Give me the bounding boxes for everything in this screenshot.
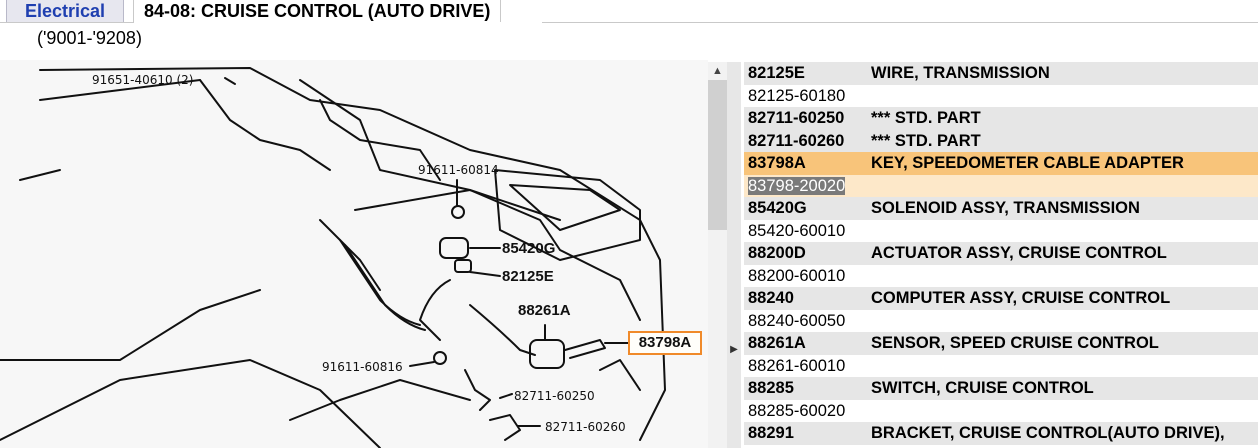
part-number: 85420G <box>748 199 807 217</box>
chevron-right-icon[interactable]: ▶ <box>730 344 738 355</box>
part-number: 88261A <box>748 334 806 352</box>
chevron-up-icon[interactable]: ▲ <box>712 65 723 77</box>
part-row[interactable]: 82711-60250 *** STD. PART <box>744 107 1258 130</box>
part-row[interactable]: 88200D ACTUATOR ASSY, CRUISE CONTROL <box>744 242 1258 265</box>
part-row[interactable]: 85420G SOLENOID ASSY, TRANSMISSION <box>744 197 1258 220</box>
model-years: ('9001-'9208) <box>37 28 142 48</box>
selected-part-number: 83798-20020 <box>748 176 846 195</box>
panel-splitter[interactable]: ▶ <box>727 62 741 448</box>
part-number: 88285-60020 <box>748 401 846 420</box>
part-row[interactable]: 88261-60010 <box>744 354 1258 377</box>
part-description: ACTUATOR ASSY, CRUISE CONTROL <box>871 244 1167 262</box>
callout-82711-60260: 82711-60260 <box>545 420 626 434</box>
part-row[interactable]: 82711-60260 *** STD. PART <box>744 129 1258 152</box>
part-description: SWITCH, CRUISE CONTROL <box>871 379 1094 397</box>
callout-91611-60814: 91611-60814 <box>418 163 499 177</box>
part-description: BRACKET, CRUISE CONTROL(AUTO DRIVE), <box>871 424 1225 442</box>
callout-82125e: 82125E <box>502 268 554 285</box>
part-number: 83798-20020 <box>748 175 846 198</box>
callout-83798a-highlight[interactable]: 83798A <box>628 331 702 355</box>
part-row[interactable]: 88240-60050 <box>744 309 1258 332</box>
part-row[interactable]: 82125E WIRE, TRANSMISSION <box>744 62 1258 85</box>
part-row[interactable]: 83798A KEY, SPEEDOMETER CABLE ADAPTER <box>744 152 1258 175</box>
part-number: 85420-60010 <box>748 221 846 240</box>
scrollbar-thumb[interactable] <box>708 80 727 230</box>
tab-section-title[interactable]: 84-08: CRUISE CONTROL (AUTO DRIVE) <box>133 0 502 22</box>
tab-divider-line <box>0 22 1258 23</box>
part-number: 88240-60050 <box>748 311 846 330</box>
part-description: SOLENOID ASSY, TRANSMISSION <box>871 199 1140 217</box>
part-row[interactable]: 88285-60020 <box>744 399 1258 422</box>
part-number: 88240 <box>748 289 794 307</box>
part-description: *** STD. PART <box>871 109 981 127</box>
callout-82711-60250: 82711-60250 <box>514 389 595 403</box>
part-number: 82711-60260 <box>748 131 845 150</box>
part-row[interactable]: 88200-60010 <box>744 264 1258 287</box>
part-number: 82711-60250 <box>748 109 845 127</box>
part-row[interactable]: 85420-60010 <box>744 219 1258 242</box>
part-description: *** STD. PART <box>871 131 981 150</box>
part-number: 88285 <box>748 379 794 397</box>
parts-diagram[interactable]: 91651-40610 (2) 91611-60814 85420G 82125… <box>0 60 708 448</box>
part-row[interactable]: 88291 BRACKET, CRUISE CONTROL(AUTO DRIVE)… <box>744 422 1258 445</box>
diagram-drawing: 91651-40610 (2) 91611-60814 85420G 82125… <box>0 67 666 448</box>
part-number: 88200D <box>748 244 806 262</box>
part-number: 88261-60010 <box>748 356 846 375</box>
callout-88261a: 88261A <box>518 302 571 319</box>
part-description: COMPUTER ASSY, CRUISE CONTROL <box>871 289 1171 307</box>
tab-bar: Electrical 84-08: CRUISE CONTROL (AUTO D… <box>0 0 1258 24</box>
callout-85420g: 85420G <box>502 240 555 257</box>
diagram-scrollbar[interactable]: ▲ <box>708 62 727 448</box>
part-number: 88291 <box>748 424 794 442</box>
part-row[interactable]: 82125-60180 <box>744 84 1258 107</box>
part-number: 83798A <box>748 154 806 172</box>
parts-list: 82125E WIRE, TRANSMISSION 82125-60180 82711… <box>744 62 1258 445</box>
part-row[interactable]: 83798-20020 <box>744 174 1258 198</box>
callout-91651-40610: 91651-40610 (2) <box>92 73 194 87</box>
part-description: KEY, SPEEDOMETER CABLE ADAPTER <box>871 154 1184 172</box>
part-row[interactable]: 88285 SWITCH, CRUISE CONTROL <box>744 377 1258 400</box>
callout-91611-60816: 91611-60816 <box>322 360 403 374</box>
part-description: SENSOR, SPEED CRUISE CONTROL <box>871 334 1159 352</box>
part-number: 82125-60180 <box>748 86 846 105</box>
part-number: 88200-60010 <box>748 266 846 285</box>
part-row[interactable]: 88261A SENSOR, SPEED CRUISE CONTROL <box>744 332 1258 355</box>
part-description: WIRE, TRANSMISSION <box>871 64 1050 82</box>
part-row[interactable]: 88240 COMPUTER ASSY, CRUISE CONTROL <box>744 287 1258 310</box>
tab-electrical[interactable]: Electrical <box>6 0 124 23</box>
part-number: 82125E <box>748 64 805 82</box>
